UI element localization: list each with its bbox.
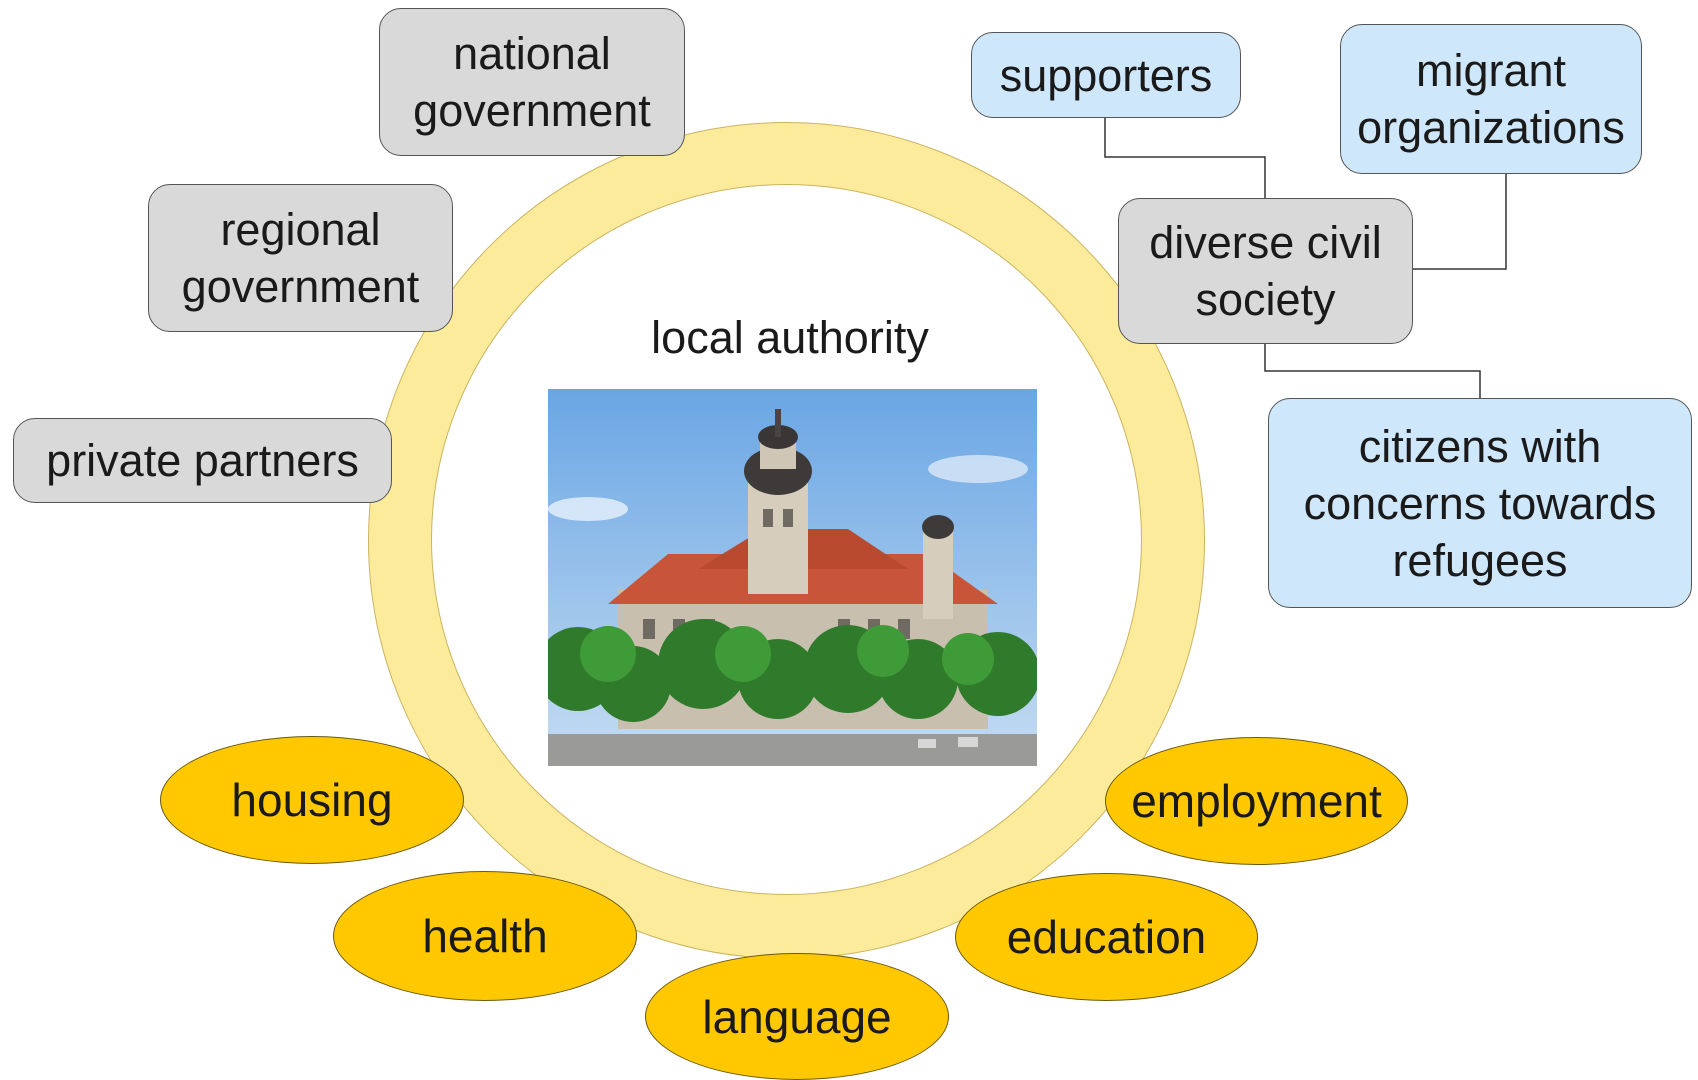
supporters-box: supporters xyxy=(971,32,1241,118)
language-ellipse: language xyxy=(645,953,949,1080)
national-government-box: national government xyxy=(379,8,685,156)
health-label: health xyxy=(422,910,548,962)
regional-government-label: regional government xyxy=(181,204,420,312)
education-label: education xyxy=(1006,911,1207,963)
local-authority-label: local authority xyxy=(651,312,929,363)
supporters-label: supporters xyxy=(999,49,1213,101)
national-government-label: national government xyxy=(413,28,651,136)
regional-government-box: regional government xyxy=(148,184,453,332)
private-partners-label: private partners xyxy=(46,435,359,486)
citizens-with-concerns-box: citizens with concerns towards refugees xyxy=(1268,398,1692,608)
housing-ellipse: housing xyxy=(160,736,464,864)
migrant-organizations-label: migrant organizations xyxy=(1357,45,1625,153)
health-ellipse: health xyxy=(333,871,637,1001)
diverse-civil-society-label: diverse civil society xyxy=(1149,217,1382,325)
migrant-organizations-box: migrant organizations xyxy=(1340,24,1642,174)
employment-label: employment xyxy=(1131,775,1382,827)
language-label: language xyxy=(702,990,892,1043)
citizens-with-concerns-label: citizens with concerns towards refugees xyxy=(1303,420,1657,586)
diverse-civil-society-box: diverse civil society xyxy=(1118,198,1413,344)
city-hall-photo xyxy=(548,389,1037,766)
private-partners-box: private partners xyxy=(13,418,392,503)
employment-ellipse: employment xyxy=(1105,737,1408,865)
education-ellipse: education xyxy=(955,873,1258,1001)
housing-label: housing xyxy=(231,774,393,826)
